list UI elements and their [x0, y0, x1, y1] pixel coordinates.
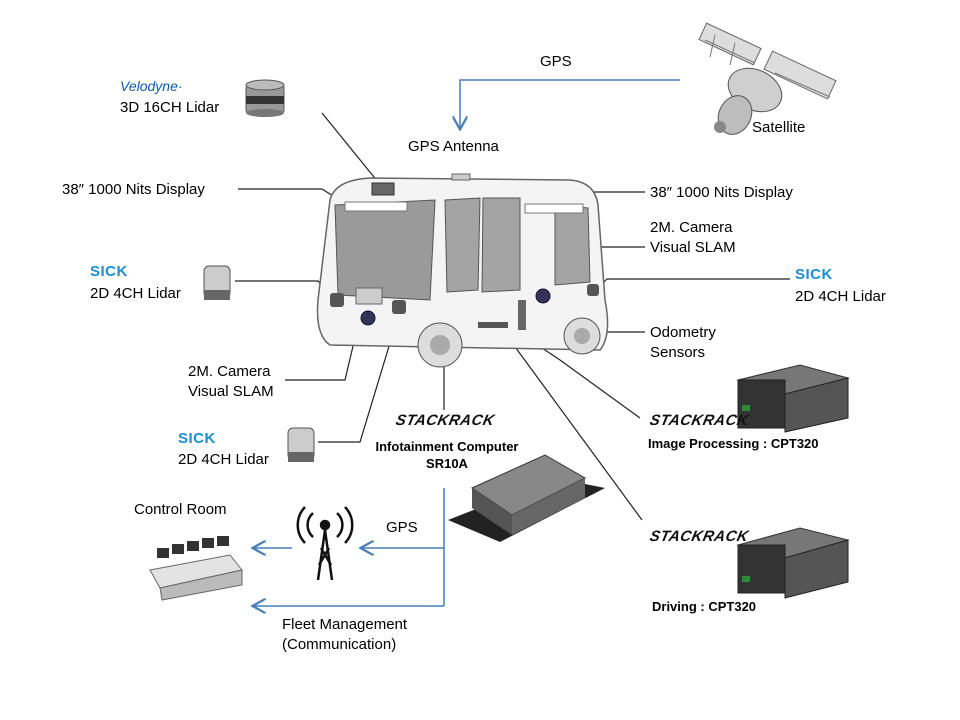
camera-right-label-line1: 2M. Camera [650, 219, 733, 236]
control-room-label: Control Room [134, 501, 227, 518]
radio-tower-icon [296, 506, 354, 581]
display-right-label: 38″ 1000 Nits Display [650, 184, 793, 201]
fleet-management-label-line2: (Communication) [282, 636, 397, 653]
lidar-left-bottom-label: 2D 4CH Lidar [178, 451, 269, 468]
stackrack-logo-image-processing: STACKRACK [648, 412, 751, 429]
gps-top-label: GPS [540, 53, 572, 70]
infotainment-label-line2: SR10A [426, 456, 468, 471]
lidar-3d-label: 3D 16CH Lidar [120, 99, 220, 116]
control-room-icon [149, 536, 243, 601]
driving-label: Driving : CPT320 [652, 599, 757, 614]
velodyne-logo: Velodyne· [120, 78, 183, 94]
camera-right-label-line2: Visual SLAM [650, 239, 736, 256]
line-lidar-right [594, 278, 790, 292]
autonomous-shuttle-icon [316, 173, 609, 368]
camera-left-label-line1: 2M. Camera [188, 363, 271, 380]
gps-satellite-arrow [460, 79, 680, 128]
camera-left-label-line2: Visual SLAM [188, 383, 274, 400]
sick-logo-left-top: SICK [90, 263, 128, 280]
fleet-management-label-line1: Fleet Management [282, 616, 408, 633]
line-lidar-left-top [235, 280, 333, 298]
line-lidar-left-bottom [318, 309, 401, 443]
stackrack-logo-infotainment: STACKRACK [394, 412, 497, 429]
stackrack-logo-driving: STACKRACK [648, 528, 751, 545]
image-processing-label: Image Processing : CPT320 [648, 436, 819, 451]
driving-computer-icon [736, 527, 850, 599]
line-driving [509, 339, 643, 521]
lidar-left-top-label: 2D 4CH Lidar [90, 285, 181, 302]
sick-lidar-left-bottom-icon [287, 427, 315, 462]
line-3d-lidar [321, 112, 379, 183]
odometry-label-line2: Sensors [650, 344, 706, 361]
infotainment-computer-icon [448, 454, 605, 542]
odometry-label-line1: Odometry [650, 324, 716, 341]
satellite-icon [698, 22, 837, 135]
satellite-label: Satellite [752, 119, 806, 136]
velodyne-lidar-icon [245, 79, 285, 117]
gps-antenna-label: GPS Antenna [408, 138, 499, 155]
infotainment-label-line1: Infotainment Computer [375, 439, 519, 454]
lidar-right-label: 2D 4CH Lidar [795, 288, 886, 305]
gps-bottom-label: GPS [386, 519, 418, 536]
sick-logo-right: SICK [795, 266, 833, 283]
display-left-label: 38″ 1000 Nits Display [62, 181, 205, 198]
sick-logo-left-bottom: SICK [178, 430, 216, 447]
image-processing-computer-icon [736, 364, 850, 433]
sick-lidar-left-top-icon [203, 265, 231, 300]
